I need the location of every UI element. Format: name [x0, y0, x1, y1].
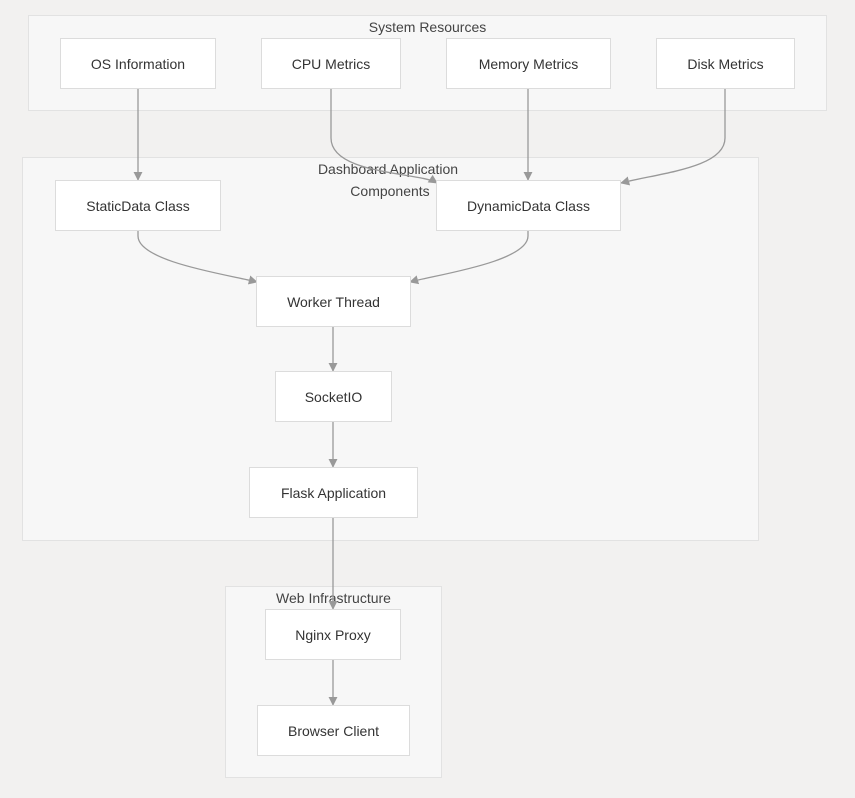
node-flask-application[interactable]: Flask Application [249, 467, 418, 518]
node-browser-client[interactable]: Browser Client [257, 705, 410, 756]
node-cpu-metrics[interactable]: CPU Metrics [261, 38, 401, 89]
node-disk-metrics[interactable]: Disk Metrics [656, 38, 795, 89]
node-worker-thread[interactable]: Worker Thread [256, 276, 411, 327]
cluster-label-web-infrastructure: Web Infrastructure [276, 590, 391, 606]
node-dynamicdata-class[interactable]: DynamicData Class [436, 180, 621, 231]
node-staticdata-class[interactable]: StaticData Class [55, 180, 221, 231]
cluster-label-system-resources: System Resources [368, 19, 487, 35]
node-memory-metrics[interactable]: Memory Metrics [446, 38, 611, 89]
node-nginx-proxy[interactable]: Nginx Proxy [265, 609, 401, 660]
cluster-label-dashboard-application-line1: Dashboard Application [317, 161, 459, 177]
cluster-label-dashboard-application-line2: Components [350, 183, 430, 199]
node-socketio[interactable]: SocketIO [275, 371, 392, 422]
node-os-information[interactable]: OS Information [60, 38, 216, 89]
